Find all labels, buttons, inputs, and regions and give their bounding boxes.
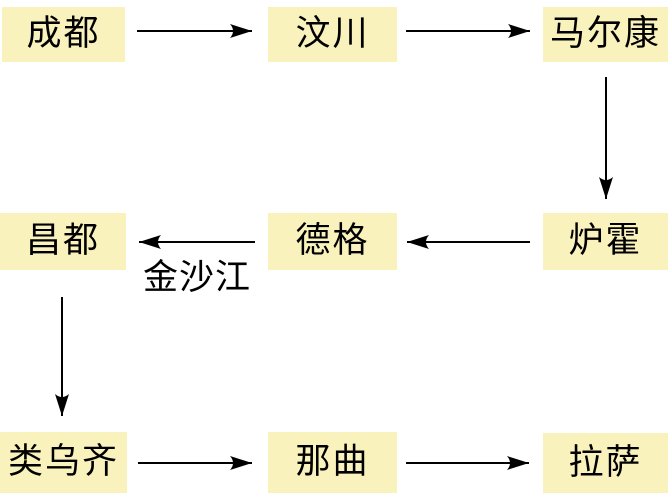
node-lasa: 拉萨 bbox=[543, 433, 668, 493]
node-naqu: 那曲 bbox=[268, 432, 397, 493]
river-label-jinshajiang: 金沙江 bbox=[142, 258, 251, 298]
node-changdu: 昌都 bbox=[0, 213, 126, 270]
node-chengdu: 成都 bbox=[2, 7, 125, 62]
node-maerkang: 马尔康 bbox=[543, 7, 668, 62]
node-luhuo: 炉霍 bbox=[543, 213, 668, 270]
node-dege: 德格 bbox=[268, 213, 397, 270]
node-leiwuqi: 类乌齐 bbox=[0, 432, 127, 493]
node-wenchuan: 汶川 bbox=[268, 7, 397, 62]
